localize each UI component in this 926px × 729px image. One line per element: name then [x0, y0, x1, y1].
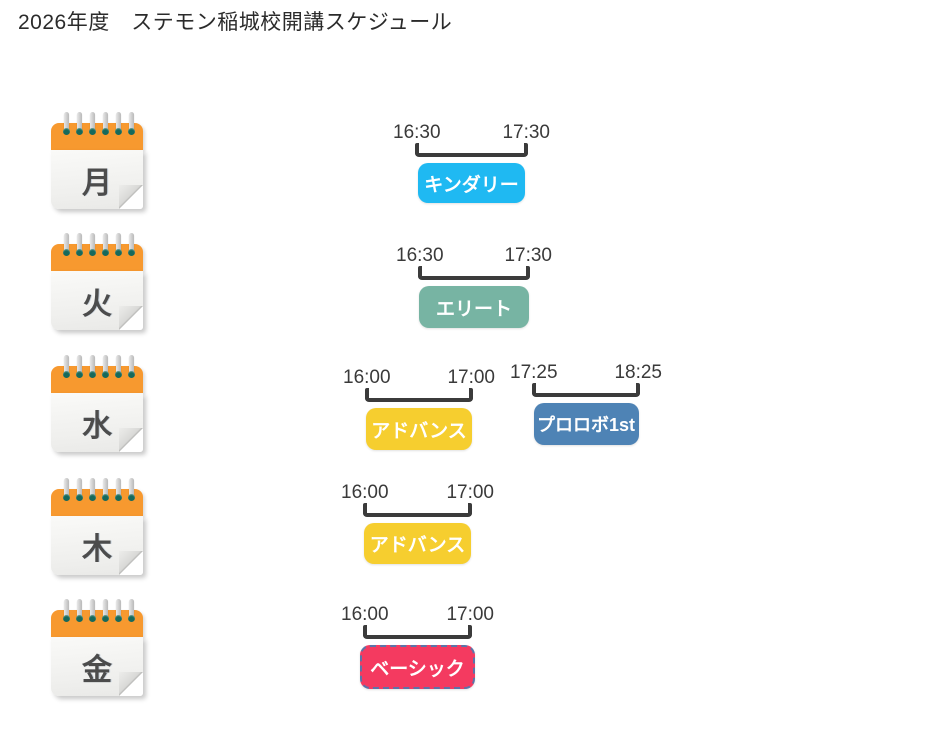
end-time-label: 17:30: [502, 122, 550, 143]
session-wednesday-advance: 16:00 17:00 アドバンス: [343, 367, 495, 450]
calendar-icon-wednesday: 水: [51, 355, 143, 452]
time-range: 17:25 18:25: [510, 362, 662, 383]
time-range: 16:00 17:00: [343, 367, 495, 388]
calendar-body: 水: [51, 393, 143, 452]
start-time-label: 16:00: [341, 482, 389, 503]
time-range: 16:30 17:30: [393, 122, 550, 143]
start-time-label: 16:30: [393, 122, 441, 143]
page-curl: [119, 428, 143, 452]
time-range: 16:00 17:00: [341, 604, 494, 625]
course-badge-kindary: キンダリー: [418, 163, 525, 203]
page-title: 2026年度 ステモン稲城校開講スケジュール: [18, 11, 453, 34]
time-range-bracket: [365, 388, 473, 402]
binder-rings-icon: [63, 233, 135, 256]
day-label: 火: [82, 287, 112, 321]
page-curl: [119, 551, 143, 575]
page-curl: [119, 672, 143, 696]
course-badge-prorobo1st: プロロボ1st: [533, 403, 639, 445]
day-label: 木: [82, 532, 112, 566]
binder-rings-icon: [63, 599, 135, 622]
time-range: 16:00 17:00: [341, 482, 494, 503]
start-time-label: 17:25: [510, 362, 558, 383]
end-time-label: 17:00: [446, 604, 494, 625]
time-range: 16:30 17:30: [396, 245, 552, 266]
page-curl: [119, 306, 143, 330]
course-badge-advance: アドバンス: [364, 523, 471, 564]
day-label: 水: [82, 409, 112, 443]
end-time-label: 17:30: [504, 245, 552, 266]
session-wednesday-prorobo1st: 17:25 18:25 プロロボ1st: [510, 362, 662, 445]
session-tuesday-elite: 16:30 17:30 エリート: [396, 245, 552, 328]
end-time-label: 17:00: [446, 482, 494, 503]
start-time-label: 16:00: [341, 604, 389, 625]
end-time-label: 18:25: [614, 362, 662, 383]
calendar-icon-tuesday: 火: [51, 233, 143, 330]
time-range-bracket: [532, 383, 640, 397]
course-badge-advance: アドバンス: [366, 408, 472, 450]
day-label: 月: [82, 166, 112, 200]
time-range-bracket: [363, 625, 472, 639]
calendar-body: 木: [51, 516, 143, 575]
start-time-label: 16:00: [343, 367, 391, 388]
calendar-icon-friday: 金: [51, 599, 143, 696]
day-label: 金: [82, 653, 112, 687]
session-monday-kindary: 16:30 17:30 キンダリー: [393, 122, 550, 203]
page-curl: [119, 185, 143, 209]
start-time-label: 16:30: [396, 245, 444, 266]
calendar-body: 火: [51, 271, 143, 330]
course-badge-elite: エリート: [419, 286, 529, 328]
session-thursday-advance: 16:00 17:00 アドバンス: [341, 482, 494, 564]
time-range-bracket: [418, 266, 530, 280]
course-badge-basic: ベーシック: [360, 645, 475, 689]
end-time-label: 17:00: [447, 367, 495, 388]
time-range-bracket: [415, 143, 528, 157]
calendar-body: 月: [51, 150, 143, 209]
binder-rings-icon: [63, 112, 135, 135]
calendar-icon-monday: 月: [51, 112, 143, 209]
binder-rings-icon: [63, 355, 135, 378]
calendar-icon-thursday: 木: [51, 478, 143, 575]
calendar-body: 金: [51, 637, 143, 696]
time-range-bracket: [363, 503, 472, 517]
session-friday-basic: 16:00 17:00 ベーシック: [341, 604, 494, 689]
binder-rings-icon: [63, 478, 135, 501]
